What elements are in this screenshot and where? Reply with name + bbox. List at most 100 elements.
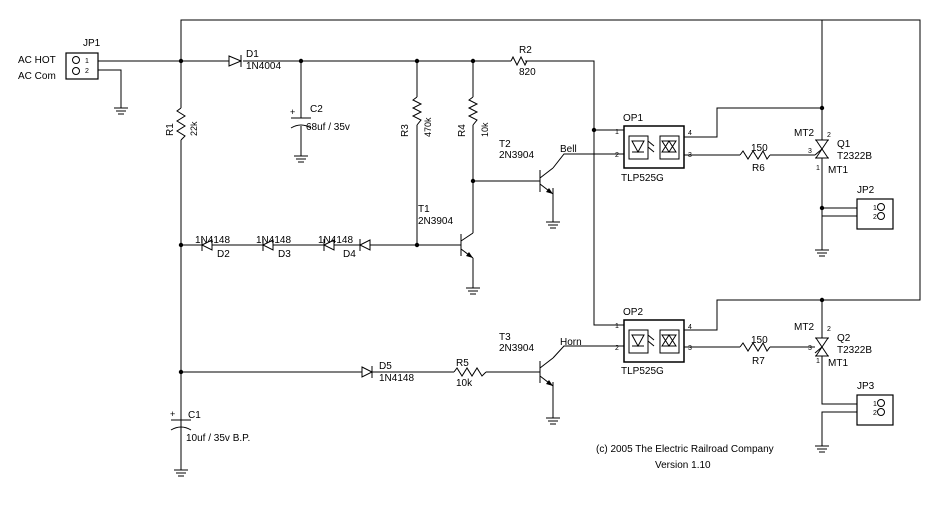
transistor-t3: T3 2N3904 Horn — [499, 332, 582, 387]
q1-ref: Q1 — [837, 139, 851, 150]
t2-value: 2N3904 — [499, 150, 534, 161]
d4-ref: D4 — [343, 249, 356, 260]
svg-text:4: 4 — [688, 324, 692, 331]
ground-symbols — [114, 107, 829, 477]
ground-icon — [114, 107, 128, 115]
svg-text:2: 2 — [873, 410, 877, 417]
r1-value: 22k — [189, 121, 199, 136]
svg-text:1: 1 — [816, 165, 820, 172]
t2-ref: T2 — [499, 139, 511, 150]
svg-text:1: 1 — [873, 205, 877, 212]
r4-value: 10k — [480, 122, 490, 137]
c2-value: 68uf / 35v — [306, 122, 350, 133]
t3-ref: T3 — [499, 332, 511, 343]
svg-text:1: 1 — [873, 401, 877, 408]
q1-value: T2322B — [837, 151, 872, 162]
resistor-r5: R5 10k — [453, 358, 487, 389]
jp1-ref: JP1 — [83, 38, 101, 49]
ground-icon — [546, 417, 560, 425]
diode-d2: 1N4148 D2 — [195, 235, 230, 260]
svg-text:3: 3 — [808, 148, 812, 155]
op2-ref: OP2 — [623, 307, 643, 318]
optocoupler-op2: OP2 1 2 3 4 TLP525G — [615, 307, 692, 377]
junctions — [178, 58, 825, 375]
ground-icon — [174, 469, 188, 477]
c1-value: 10uf / 35v B.P. — [186, 433, 250, 444]
svg-text:2: 2 — [827, 132, 831, 139]
d1-ref: D1 — [246, 49, 259, 60]
svg-text:1: 1 — [615, 323, 619, 330]
d4-value: 1N4148 — [318, 235, 353, 246]
r5-ref: R5 — [456, 358, 469, 369]
q1-mt2: MT2 — [794, 128, 814, 139]
ground-icon — [294, 155, 308, 163]
svg-text:+: + — [290, 107, 295, 117]
diode-d5: D5 1N4148 — [361, 361, 414, 384]
connector-jp1: AC HOT AC Com JP1 1 2 — [18, 38, 101, 82]
connector-jp3: JP3 1 2 — [856, 381, 894, 426]
optocoupler-op1: OP1 1 2 3 4 TLP525G — [615, 113, 692, 184]
r4-ref: R4 — [457, 124, 468, 137]
q2-mt2: MT2 — [794, 322, 814, 333]
jp2-ref: JP2 — [857, 185, 875, 196]
transistor-t2: T2 2N3904 Bell — [499, 139, 577, 195]
op1-value: TLP525G — [621, 173, 664, 184]
op2-value: TLP525G — [621, 366, 664, 377]
svg-text:+: + — [170, 409, 175, 419]
jp3-ref: JP3 — [857, 381, 875, 392]
triac-q1: MT2 2 Q1 T2322B 3 1 MT1 — [794, 128, 872, 176]
r2-value: 820 — [519, 67, 536, 78]
svg-text:2: 2 — [615, 152, 619, 159]
svg-text:1: 1 — [615, 129, 619, 136]
resistor-r3: R3 470k — [400, 96, 433, 137]
d3-value: 1N4148 — [256, 235, 291, 246]
t3-value: 2N3904 — [499, 343, 534, 354]
triac-q2: MT2 2 Q2 T2322B 3 1 MT1 — [794, 322, 872, 369]
diode-d1: D1 1N4004 — [228, 49, 281, 72]
c2-ref: C2 — [310, 104, 323, 115]
svg-text:2: 2 — [827, 326, 831, 333]
r7-value: 150 — [751, 335, 768, 346]
diode-d4: 1N4148 D4 — [318, 235, 356, 260]
transistor-t1: T1 2N3904 — [418, 204, 474, 259]
ac-hot-label: AC HOT — [18, 55, 56, 66]
capacitor-c1: + C1 10uf / 35v B.P. — [170, 409, 250, 444]
op1-ref: OP1 — [623, 113, 643, 124]
svg-text:3: 3 — [688, 345, 692, 352]
resistor-r6: 150 R6 — [739, 143, 771, 174]
r2-ref: R2 — [519, 45, 532, 56]
c1-ref: C1 — [188, 410, 201, 421]
ground-icon — [815, 445, 829, 453]
connector-jp2: JP2 1 2 — [856, 185, 894, 230]
svg-text:4: 4 — [688, 130, 692, 137]
q2-value: T2322B — [837, 345, 872, 356]
resistor-r2: R2 820 — [510, 45, 536, 78]
svg-text:3: 3 — [688, 152, 692, 159]
svg-text:2: 2 — [873, 214, 877, 221]
r6-value: 150 — [751, 143, 768, 154]
d1-value: 1N4004 — [246, 61, 281, 72]
r5-value: 10k — [456, 378, 473, 389]
t1-ref: T1 — [418, 204, 430, 215]
capacitor-c2: + C2 68uf / 35v — [290, 104, 350, 133]
svg-text:3: 3 — [808, 345, 812, 352]
svg-text:1: 1 — [85, 58, 89, 65]
r1-ref: R1 — [165, 123, 176, 136]
d3-ref: D3 — [278, 249, 291, 260]
r7-ref: R7 — [752, 356, 765, 367]
horn-label: Horn — [560, 337, 582, 348]
diode-d3: 1N4148 D3 — [256, 235, 291, 260]
ground-icon — [466, 287, 480, 295]
q1-mt1: MT1 — [828, 165, 848, 176]
bell-label: Bell — [560, 144, 577, 155]
ground-icon — [546, 221, 560, 229]
svg-text:2: 2 — [615, 345, 619, 352]
d5-ref: D5 — [379, 361, 392, 372]
r6-ref: R6 — [752, 163, 765, 174]
t1-value: 2N3904 — [418, 216, 453, 227]
version-text: Version 1.10 — [655, 460, 711, 471]
r3-value: 470k — [423, 117, 433, 137]
d2-value: 1N4148 — [195, 235, 230, 246]
resistor-r1: R1 22k — [165, 107, 199, 141]
